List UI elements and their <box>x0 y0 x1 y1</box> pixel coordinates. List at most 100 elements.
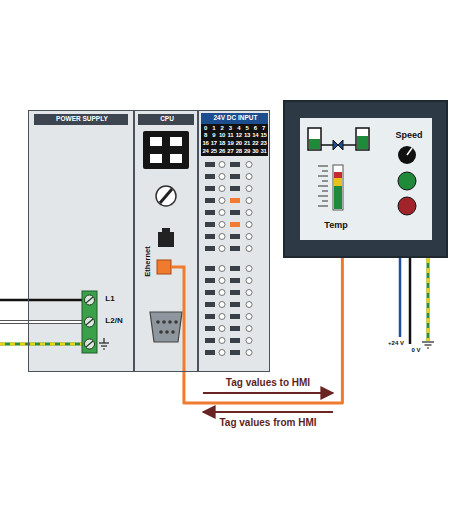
input-number: 15 <box>259 132 268 139</box>
terminal <box>246 314 252 320</box>
terminal <box>219 222 225 228</box>
input-number: 27 <box>226 148 235 155</box>
terminal <box>246 174 252 180</box>
led <box>230 174 240 179</box>
bar-normal <box>334 186 342 209</box>
bar-alarm <box>334 172 342 178</box>
temperature-scale <box>318 166 328 206</box>
data-flow-label: Tag values to HMI <box>203 377 333 389</box>
tank-icon <box>356 128 369 150</box>
led <box>230 278 240 283</box>
input-number: 7 <box>259 125 268 132</box>
key-switch <box>156 186 176 206</box>
header-bar <box>34 114 128 125</box>
led <box>230 246 240 251</box>
earth-wire-stripe <box>427 258 430 341</box>
ground-symbol <box>422 342 434 348</box>
led <box>230 186 240 191</box>
input-number: 16 <box>201 140 210 147</box>
input-number: 31 <box>259 148 268 155</box>
input-number: 13 <box>243 132 252 139</box>
input-number: 30 <box>251 148 260 155</box>
terminal-screws <box>85 295 95 349</box>
terminal <box>219 210 225 216</box>
terminal <box>219 314 225 320</box>
input-number: 14 <box>251 132 260 139</box>
input-number: 8 <box>201 132 210 139</box>
led <box>205 186 215 191</box>
led <box>205 350 215 355</box>
db9-connector <box>150 312 182 342</box>
valve-icon <box>333 140 343 150</box>
hmi-screen <box>300 118 432 240</box>
terminal <box>219 302 225 308</box>
input-number: 18 <box>218 140 227 147</box>
terminal <box>246 302 252 308</box>
module-title: CPU <box>139 115 195 123</box>
neutral-wire <box>0 320 86 324</box>
terminal <box>219 338 225 344</box>
ethernet-cable <box>171 267 184 372</box>
terminal <box>246 210 252 216</box>
input-body <box>198 110 270 372</box>
led <box>205 222 215 227</box>
led <box>205 278 215 283</box>
input-number: 11 <box>226 132 235 139</box>
terminal <box>219 266 225 272</box>
terminal <box>219 198 225 204</box>
terminal <box>219 174 225 180</box>
tank-level <box>309 139 320 149</box>
input-number: 28 <box>234 148 243 155</box>
input-number: 25 <box>209 148 218 155</box>
ethernet-cable <box>184 258 342 403</box>
cpu-body <box>134 110 198 372</box>
input-number: 23 <box>259 140 268 147</box>
led <box>230 314 240 319</box>
rj45-latch <box>162 228 170 233</box>
input-number: 24 <box>201 148 210 155</box>
terminal <box>219 326 225 332</box>
terminal <box>246 246 252 252</box>
led <box>205 290 215 295</box>
led <box>230 338 240 343</box>
port-label: Ethernet <box>143 237 152 287</box>
display-segment <box>150 137 162 146</box>
input-number: 29 <box>243 148 252 155</box>
terminal <box>219 246 225 252</box>
earth-wire <box>0 343 86 346</box>
module-title: 24V DC INPUT <box>202 114 269 122</box>
display-segment <box>150 154 162 163</box>
input-number: 1 <box>209 125 218 132</box>
hmi-panel: SpeedTemp <box>283 100 448 258</box>
terminal <box>219 350 225 356</box>
led <box>230 222 240 227</box>
input-number: 21 <box>243 140 252 147</box>
display-segment <box>170 154 182 163</box>
data-arrow <box>203 411 333 413</box>
terminal <box>246 290 252 296</box>
led <box>205 198 215 203</box>
input-module: 24V DC INPUT <box>198 110 270 372</box>
terminal <box>246 198 252 204</box>
start-button <box>398 172 416 190</box>
led <box>205 266 215 271</box>
key-slot <box>160 189 172 203</box>
input-number: 0 <box>201 125 210 132</box>
input-number: 4 <box>234 125 243 132</box>
input-number: 17 <box>209 140 218 147</box>
terminal <box>219 162 225 168</box>
module-title: POWER SUPPLY <box>35 115 129 123</box>
cpu-module: CPU <box>134 110 198 372</box>
tank-level <box>357 136 368 149</box>
terminal-block <box>82 291 97 353</box>
screw-slots <box>86 297 93 347</box>
terminal <box>246 278 252 284</box>
neutral-wire-core <box>0 321 86 323</box>
led <box>205 326 215 331</box>
led <box>205 338 215 343</box>
input-number: 26 <box>218 148 227 155</box>
led <box>205 210 215 215</box>
